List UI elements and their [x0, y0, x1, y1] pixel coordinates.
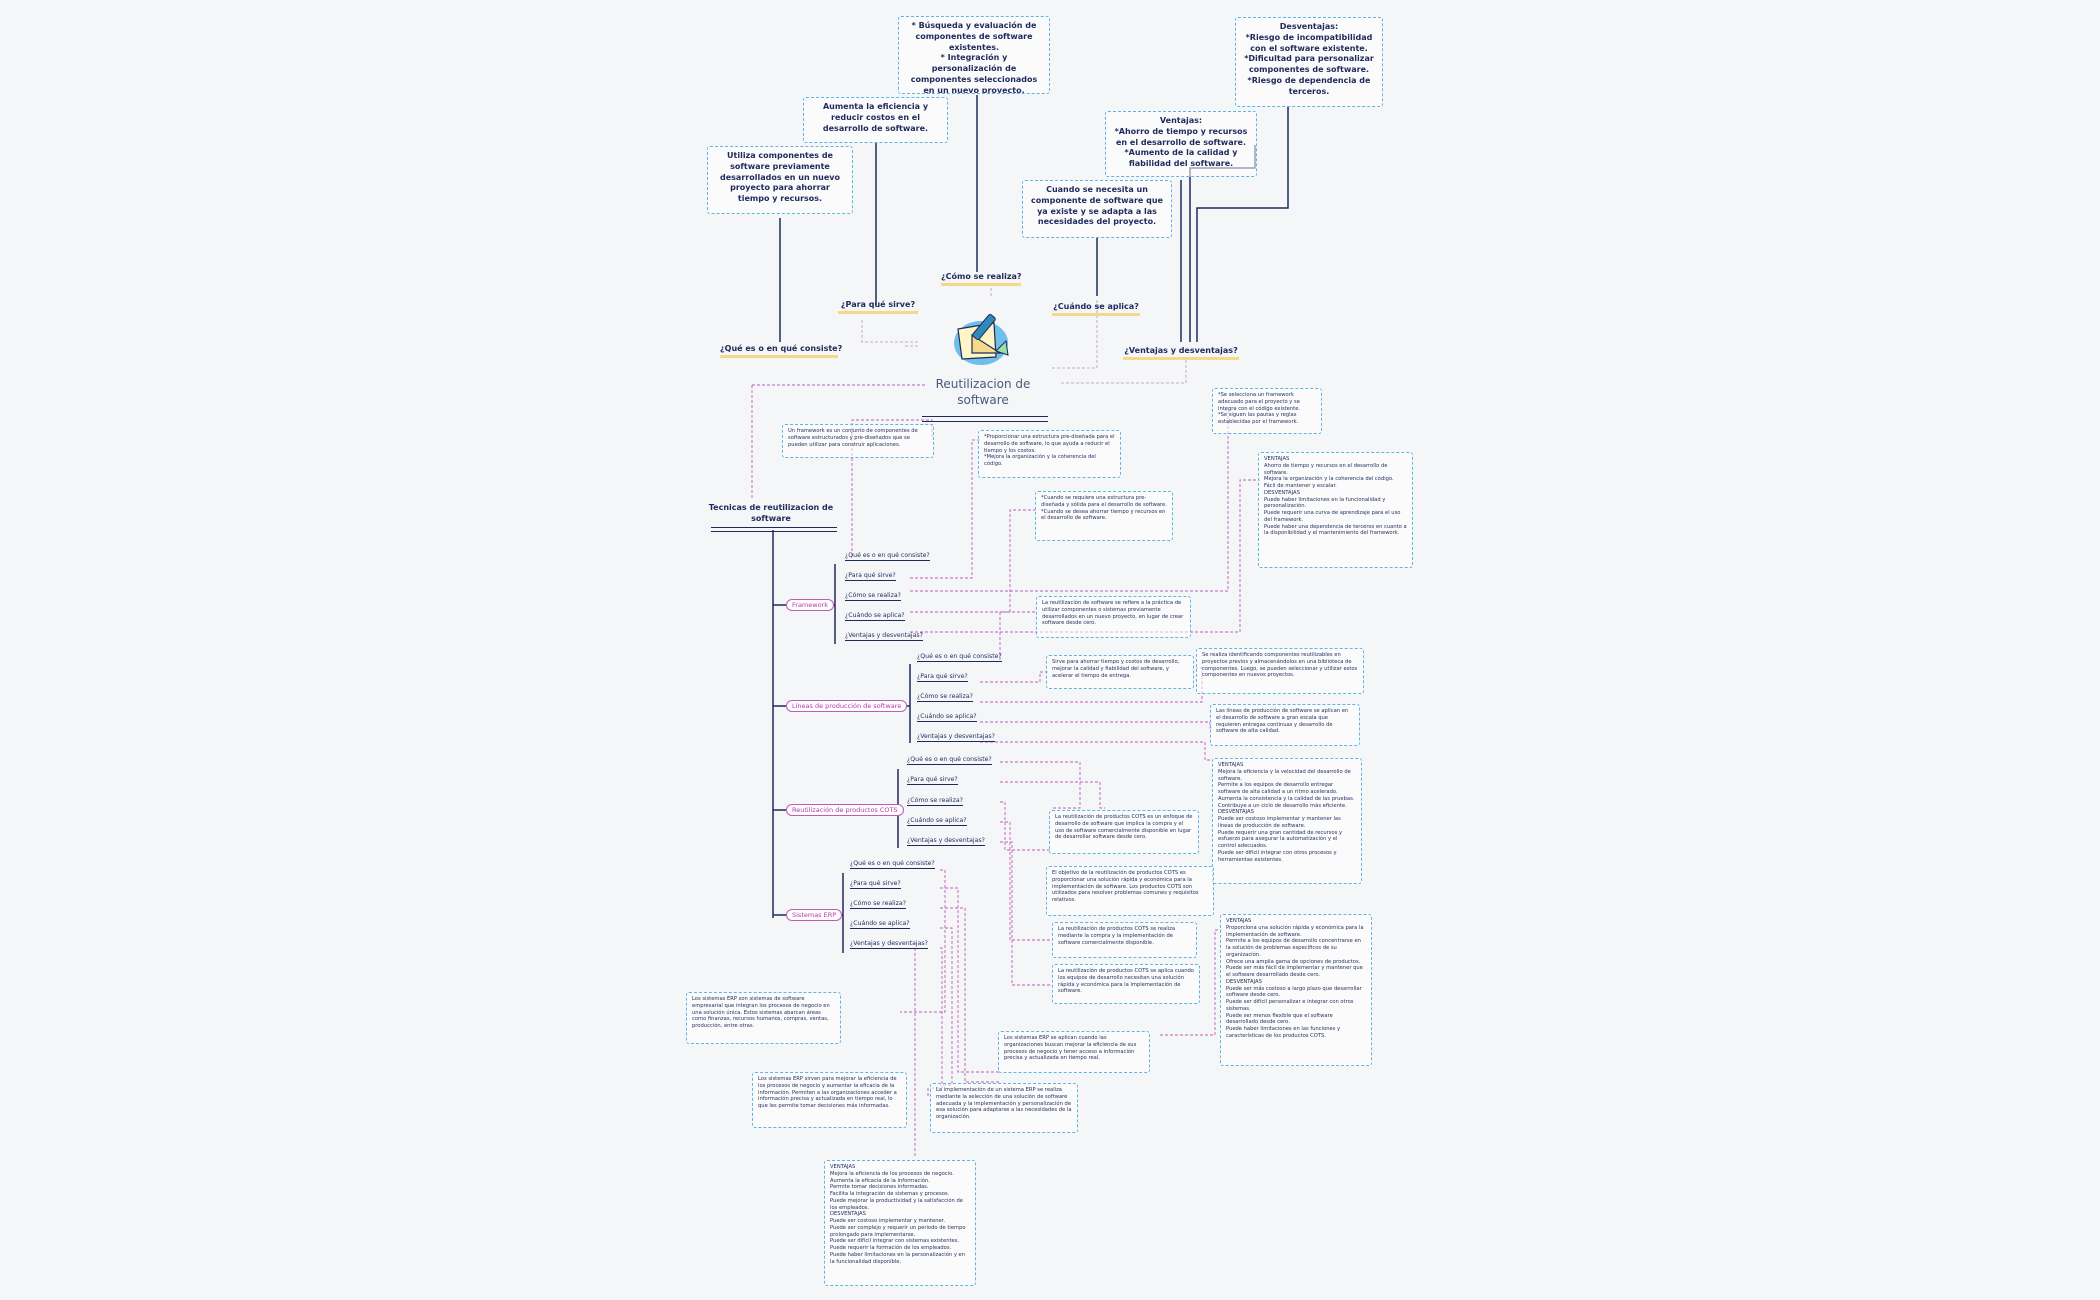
- fw-q-vent[interactable]: ¿Ventajas y desventajas?: [845, 632, 923, 641]
- erp-node-para[interactable]: Los sistemas ERP sirven para mejorar la …: [752, 1072, 907, 1128]
- lps-q-que[interactable]: ¿Qué es o en qué consiste?: [917, 653, 1002, 662]
- central-title[interactable]: Reutilizacion de software: [935, 377, 1031, 407]
- lps-node-que[interactable]: La reutilización de software se refiere …: [1036, 596, 1191, 638]
- branch-para-que[interactable]: ¿Para qué sirve?: [838, 300, 918, 314]
- branch-que-es[interactable]: ¿Qué es o en qué consiste?: [720, 344, 842, 358]
- fw-node-como[interactable]: *Se selecciona un framework adecuado par…: [1212, 388, 1322, 434]
- lps-node-como[interactable]: Se realiza identificando componentes reu…: [1196, 648, 1364, 694]
- cots-node-cuando[interactable]: La reutilización de productos COTS se ap…: [1052, 964, 1200, 1004]
- technique-erp[interactable]: Sistemas ERP: [786, 909, 843, 921]
- fw-node-vent[interactable]: VENTAJAS Ahorro de tiempo y recursos en …: [1258, 452, 1413, 568]
- node-desventajas[interactable]: Desventajas: *Riesgo de incompatibilidad…: [1235, 17, 1383, 107]
- branch-como[interactable]: ¿Cómo se realiza?: [941, 272, 1022, 286]
- cots-node-vent[interactable]: VENTAJAS Proporciona una solución rápida…: [1220, 914, 1372, 1066]
- fw-q-que[interactable]: ¿Qué es o en qué consiste?: [845, 552, 930, 561]
- drafting-tools-icon: [954, 314, 1009, 365]
- lps-q-cuando[interactable]: ¿Cuándo se aplica?: [917, 713, 977, 722]
- fw-q-para[interactable]: ¿Para qué sirve?: [845, 572, 896, 581]
- cots-node-para[interactable]: El objetivo de la reutilización de produ…: [1046, 866, 1214, 916]
- cots-q-para[interactable]: ¿Para qué sirve?: [907, 776, 958, 785]
- technique-lps[interactable]: Líneas de producción de software: [786, 700, 908, 712]
- fw-q-como[interactable]: ¿Cómo se realiza?: [845, 592, 901, 601]
- lps-q-para[interactable]: ¿Para qué sirve?: [917, 673, 968, 682]
- cots-q-como[interactable]: ¿Cómo se realiza?: [907, 797, 963, 806]
- node-que-es[interactable]: Utiliza componentes de software previame…: [707, 146, 853, 214]
- branch-cuando[interactable]: ¿Cuándo se aplica?: [1052, 302, 1140, 316]
- techniques-title[interactable]: Tecnicas de reutilizacion de software: [708, 503, 834, 523]
- lps-node-vent[interactable]: VENTAJAS Mejora la eficiencia y la veloc…: [1212, 758, 1362, 884]
- techniques-title-bar: [711, 527, 837, 532]
- erp-node-cuando[interactable]: Los sistemas ERP se aplican cuando las o…: [998, 1031, 1150, 1073]
- fw-node-para[interactable]: *Proporcionar una estructura pre-diseñad…: [978, 430, 1121, 478]
- node-para-que[interactable]: Aumenta la eficiencia y reducir costos e…: [803, 97, 948, 143]
- fw-node-cuando[interactable]: *Cuando se requiere una estructura pre-d…: [1035, 491, 1173, 541]
- erp-q-que[interactable]: ¿Qué es o en qué consiste?: [850, 860, 935, 869]
- erp-node-vent[interactable]: VENTAJAS Mejora la eficiencia de los pro…: [824, 1160, 976, 1286]
- central-title-bar: [922, 416, 1048, 422]
- node-cuando[interactable]: Cuando se necesita un componente de soft…: [1022, 180, 1172, 238]
- lps-q-vent[interactable]: ¿Ventajas y desventajas?: [917, 733, 995, 742]
- erp-q-cuando[interactable]: ¿Cuándo se aplica?: [850, 920, 910, 929]
- central-icon: [950, 311, 1014, 367]
- technique-cots[interactable]: Reutilización de productos COTS: [786, 804, 904, 816]
- lps-node-para[interactable]: Sirve para ahorrar tiempo y costos de de…: [1046, 655, 1194, 689]
- technique-framework[interactable]: Framework: [786, 599, 834, 611]
- node-ventajas[interactable]: Ventajas: *Ahorro de tiempo y recursos e…: [1105, 111, 1257, 177]
- branch-ventajas[interactable]: ¿Ventajas y desventajas?: [1123, 346, 1239, 360]
- cots-node-como[interactable]: La reutilización de productos COTS se re…: [1052, 922, 1197, 958]
- erp-q-como[interactable]: ¿Cómo se realiza?: [850, 900, 906, 909]
- cots-q-cuando[interactable]: ¿Cuándo se aplica?: [907, 817, 967, 826]
- cots-q-vent[interactable]: ¿Ventajas y desventajas?: [907, 837, 985, 846]
- erp-q-para[interactable]: ¿Para qué sirve?: [850, 880, 901, 889]
- erp-node-como[interactable]: La implementación de un sistema ERP se r…: [930, 1083, 1078, 1133]
- lps-q-como[interactable]: ¿Cómo se realiza?: [917, 693, 973, 702]
- lps-node-cuando[interactable]: Las líneas de producción de software se …: [1210, 704, 1360, 746]
- cots-node-que[interactable]: La reutilización de productos COTS es un…: [1049, 810, 1199, 854]
- fw-q-cuando[interactable]: ¿Cuándo se aplica?: [845, 612, 905, 621]
- fw-node-que[interactable]: Un framework es un conjunto de component…: [782, 424, 934, 458]
- node-como[interactable]: * Búsqueda y evaluación de componentes d…: [898, 16, 1050, 94]
- erp-node-que[interactable]: Los sistemas ERP son sistemas de softwar…: [686, 992, 841, 1044]
- erp-q-vent[interactable]: ¿Ventajas y desventajas?: [850, 940, 928, 949]
- cots-q-que[interactable]: ¿Qué es o en qué consiste?: [907, 756, 992, 765]
